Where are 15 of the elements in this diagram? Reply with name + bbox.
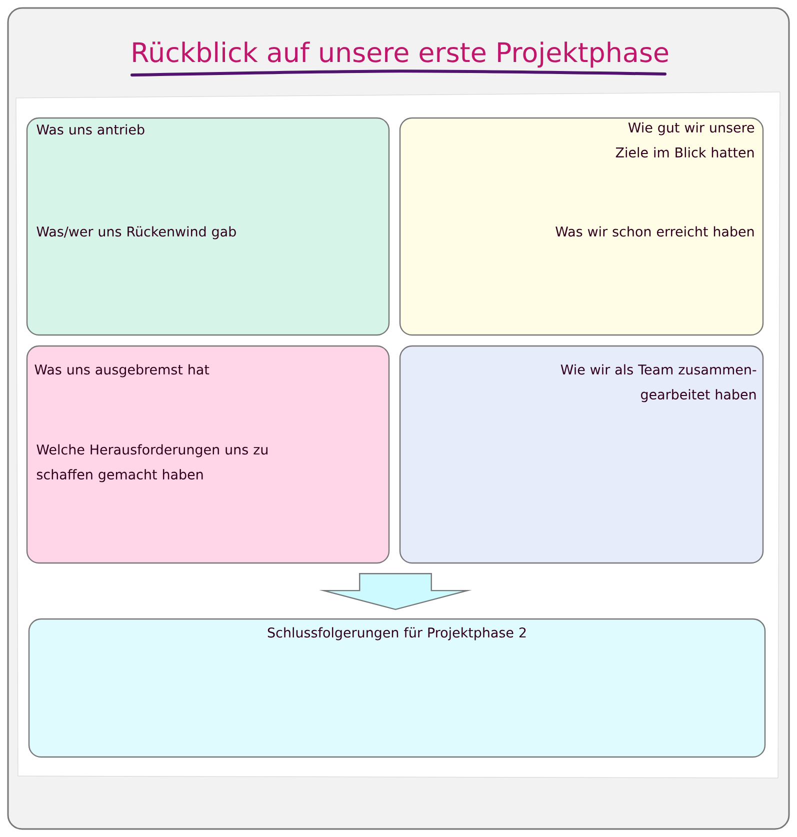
box-heading: Wie gut wir unsere Ziele im Blick hatten [616,122,754,158]
note-box [26,345,390,564]
box-heading: Was uns antrieb [36,124,144,135]
box-heading: Was uns ausgebremst hat [34,364,210,378]
note-box [399,117,764,336]
box-text: Welche Herausforderungen uns zu schaffen gemacht haben [36,444,268,482]
box-heading: Wie wir als Team zusammen- gearbeitet haben [560,364,756,402]
note-box [399,345,764,564]
box-text: Was wir schon erreicht haben [556,226,754,237]
note-box [26,117,390,336]
title: Rückblick auf unsere erste Projektphase [133,42,668,68]
note-box [28,618,766,758]
block-arrow [319,573,472,610]
box-text: Was/wer uns Rückenwind gab [36,226,236,240]
box-heading: Schlussfolgerungen für Projektphase 2 [268,627,526,640]
